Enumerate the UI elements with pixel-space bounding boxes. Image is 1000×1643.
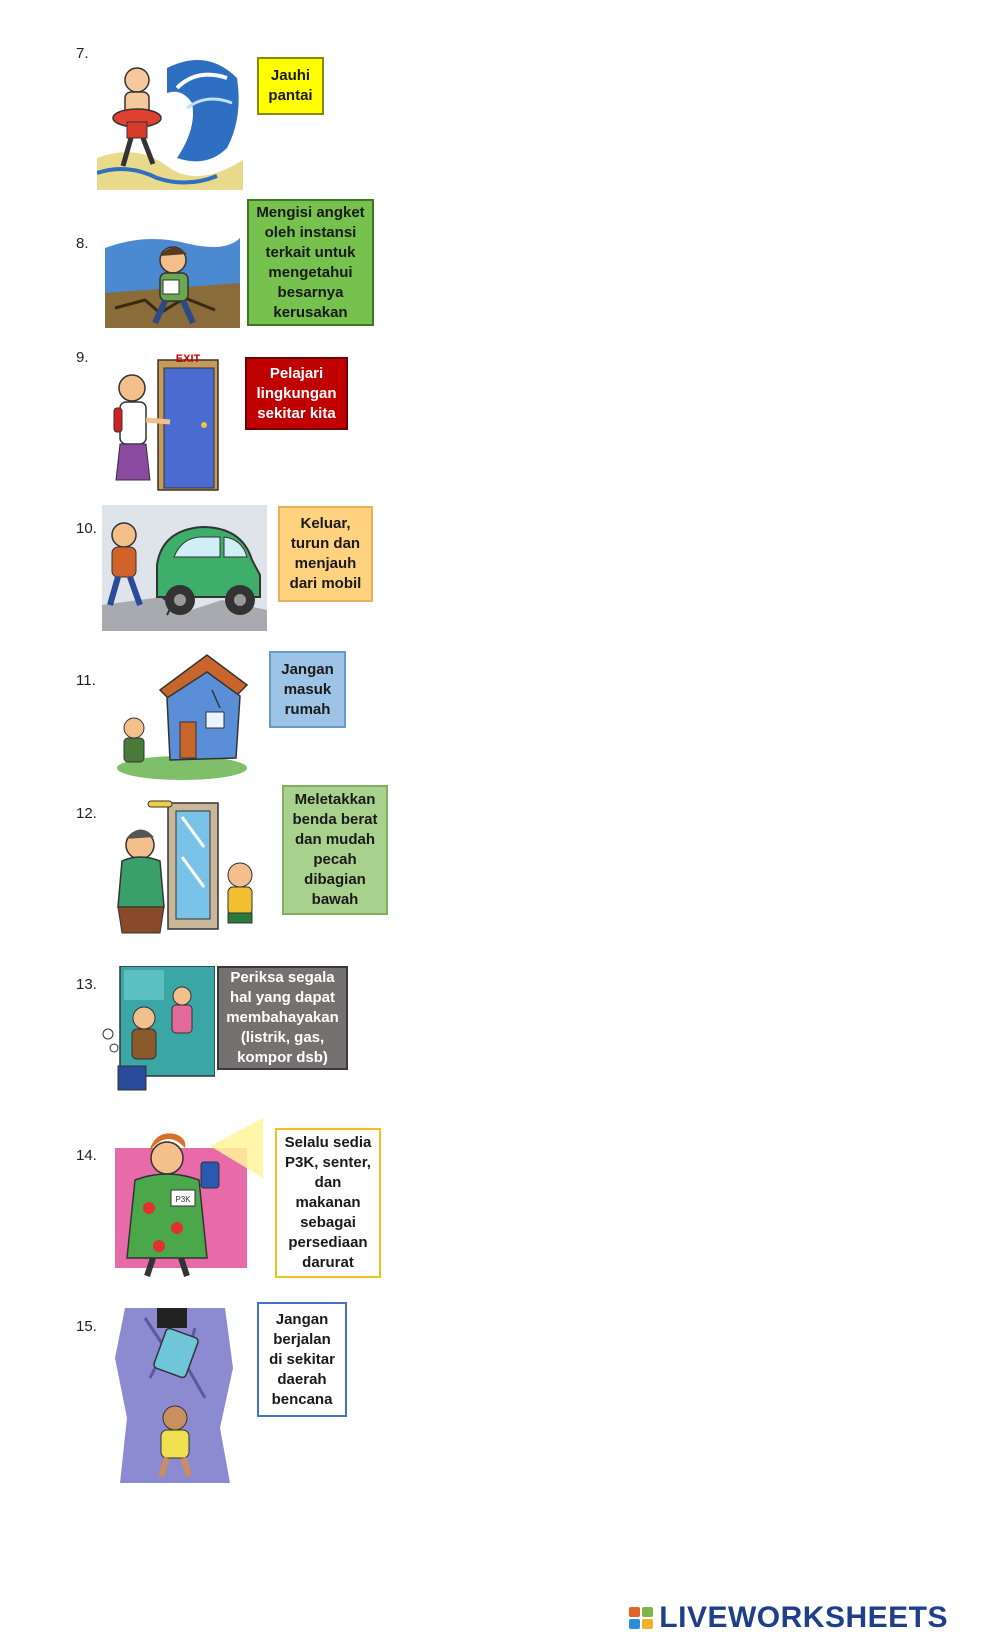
answer-box-11[interactable]: Jangan masuk rumah — [269, 651, 346, 728]
liveworksheets-logo-icon — [629, 1607, 654, 1629]
item-number-13: 13. — [76, 976, 97, 993]
falling-debris-illustration — [115, 1308, 235, 1483]
answer-box-14[interactable]: Selalu sedia P3K, senter, dan makanan se… — [275, 1128, 381, 1278]
answer-box-9[interactable]: Pelajari lingkungan sekitar kita — [245, 357, 348, 430]
flashlight-woman-illustration: P3K — [115, 1118, 263, 1283]
liveworksheets-brand: LIVEWORKSHEETS — [659, 1601, 948, 1634]
item-number-7: 7. — [76, 45, 89, 62]
cracked-ground-illustration — [105, 228, 240, 328]
svg-text:P3K: P3K — [175, 1195, 191, 1204]
answer-box-10[interactable]: Keluar, turun dan menjauh dari mobil — [278, 506, 373, 602]
item-number-11: 11. — [76, 672, 96, 689]
car-quake-illustration — [102, 505, 267, 631]
answer-box-15[interactable]: Jangan berjalan di sekitar daerah bencan… — [257, 1302, 347, 1417]
item-number-9: 9. — [76, 349, 89, 366]
wardrobe-illustration — [108, 797, 266, 939]
answer-box-7[interactable]: Jauhi pantai — [257, 57, 324, 115]
item-number-12: 12. — [76, 805, 97, 822]
item-number-8: 8. — [76, 235, 89, 252]
damaged-house-illustration — [112, 650, 250, 782]
item-number-10: 10. — [76, 520, 97, 537]
svg-text:EXIT: EXIT — [176, 353, 201, 365]
answer-box-8[interactable]: Mengisi angket oleh instansi terkait unt… — [247, 199, 374, 326]
answer-box-12[interactable]: Meletakkan benda berat dan mudah pecah d… — [282, 785, 388, 915]
hazard-check-illustration — [100, 966, 215, 1098]
item-number-14: 14. — [76, 1147, 97, 1164]
item-number-15: 15. — [76, 1318, 97, 1335]
liveworksheets-logo: LIVEWORKSHEETS — [629, 1601, 948, 1635]
wave-beach-illustration — [97, 48, 243, 190]
answer-box-13[interactable]: Periksa segala hal yang dapat membahayak… — [217, 966, 348, 1070]
exit-door-illustration: EXIT — [100, 350, 220, 495]
